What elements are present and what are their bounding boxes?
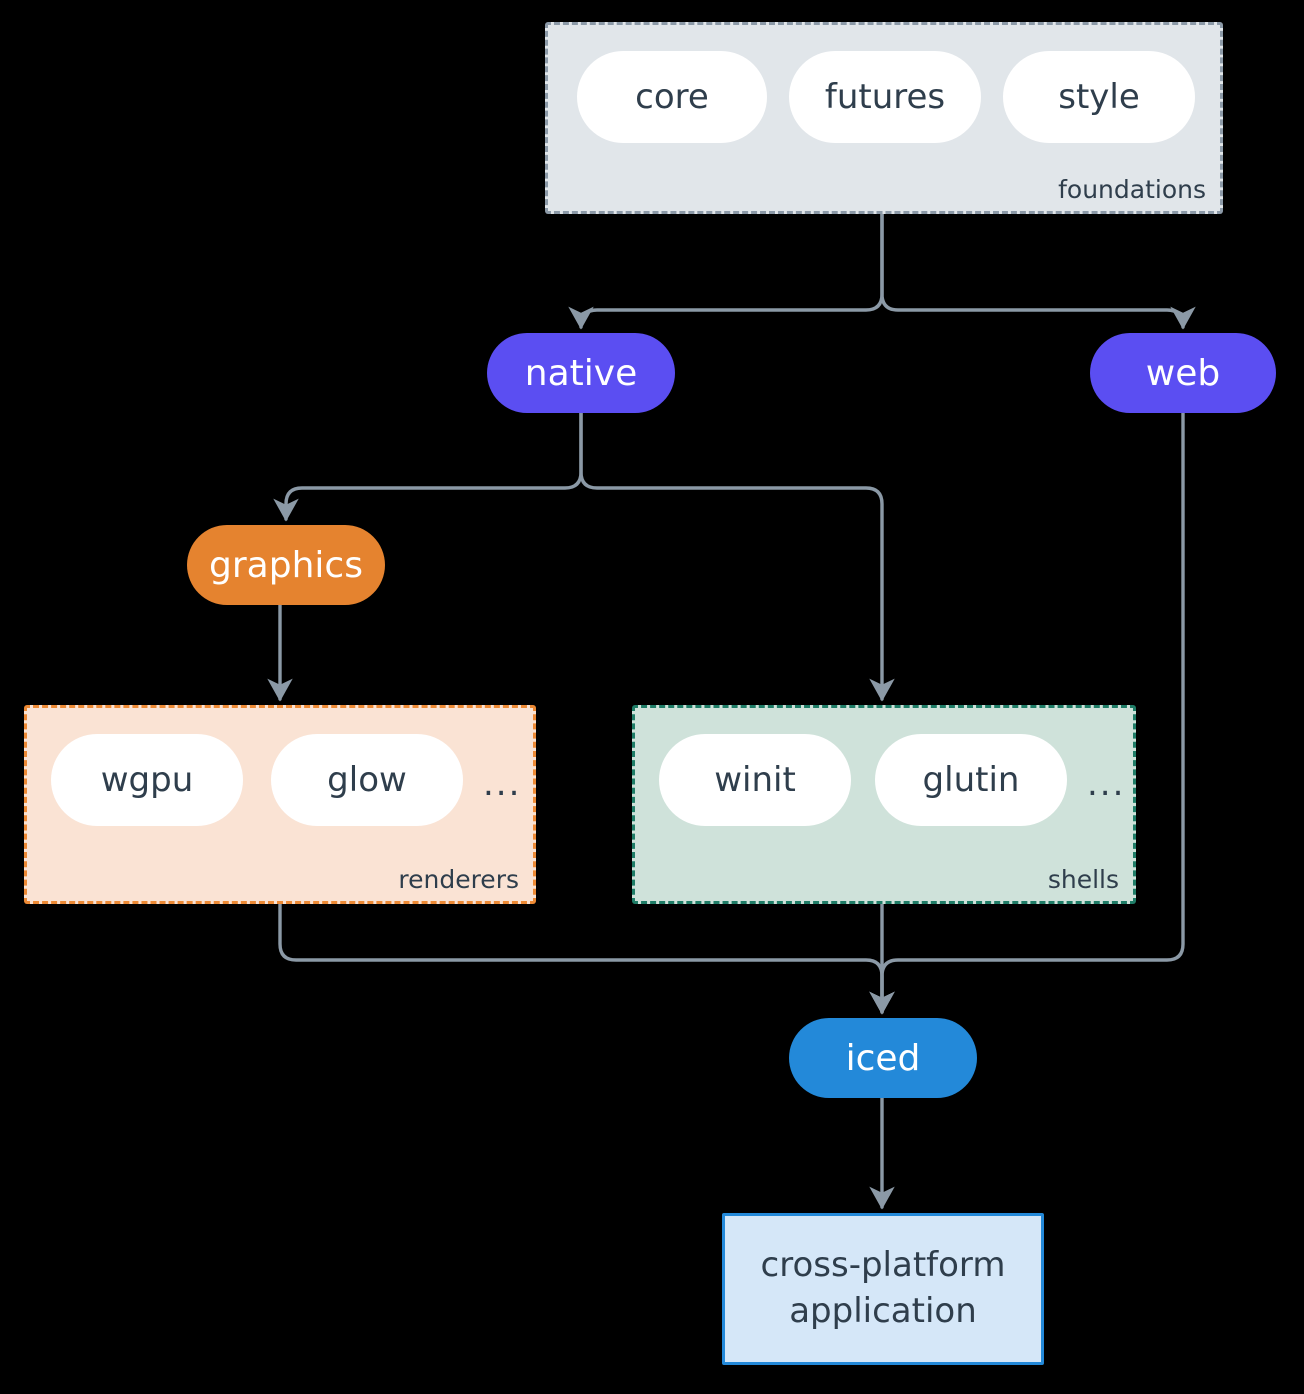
group-shells: winit glutin ... shells — [632, 705, 1136, 904]
app-label-line2: application — [789, 1291, 977, 1331]
edge-native-to-shells — [579, 411, 895, 702]
group-item-style[interactable]: style — [1003, 51, 1195, 143]
node-cross-platform-application[interactable]: cross-platform application — [722, 1213, 1044, 1365]
group-overflow-renderers: ... — [483, 764, 522, 804]
group-label-renderers: renderers — [398, 864, 519, 894]
group-item-glutin[interactable]: glutin — [875, 734, 1067, 826]
node-native[interactable]: native — [487, 333, 675, 413]
group-label-foundations: foundations — [1058, 174, 1206, 204]
node-web[interactable]: web — [1090, 333, 1276, 413]
edge-foundations-to-native — [568, 212, 884, 330]
edge-renderers-to-iced — [278, 902, 895, 1015]
group-item-winit[interactable]: winit — [659, 734, 851, 826]
node-iced[interactable]: iced — [789, 1018, 977, 1098]
group-foundations: core futures style foundations — [545, 22, 1223, 214]
group-item-futures[interactable]: futures — [789, 51, 981, 143]
edge-foundations-to-web — [880, 212, 1196, 330]
group-item-glow[interactable]: glow — [271, 734, 463, 826]
node-graphics[interactable]: graphics — [187, 525, 385, 605]
group-label-shells: shells — [1047, 864, 1119, 894]
app-label-line1: cross-platform — [760, 1245, 1006, 1286]
group-renderers: wgpu glow ... renderers — [24, 705, 536, 904]
group-item-wgpu[interactable]: wgpu — [51, 734, 243, 826]
group-item-core[interactable]: core — [577, 51, 767, 143]
edge-native-to-graphics — [273, 411, 583, 522]
group-overflow-shells: ... — [1087, 764, 1126, 804]
